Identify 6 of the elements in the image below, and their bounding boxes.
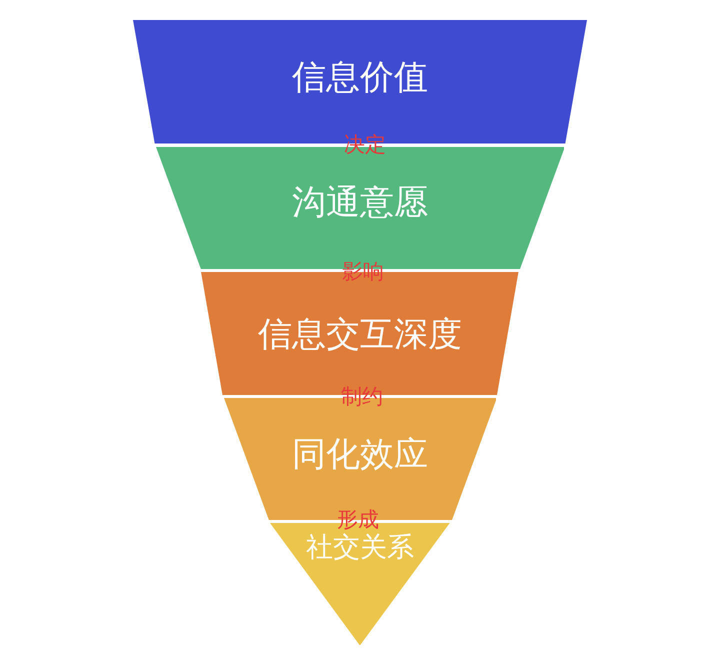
band-label: 信息价值 bbox=[292, 59, 428, 97]
band-label: 同化效应 bbox=[292, 436, 428, 474]
band-label: 沟通意愿 bbox=[292, 184, 428, 222]
relation-label: 决定 bbox=[344, 133, 386, 157]
band-label: 信息交互深度 bbox=[258, 316, 462, 354]
band-label: 社交关系 bbox=[306, 533, 414, 563]
